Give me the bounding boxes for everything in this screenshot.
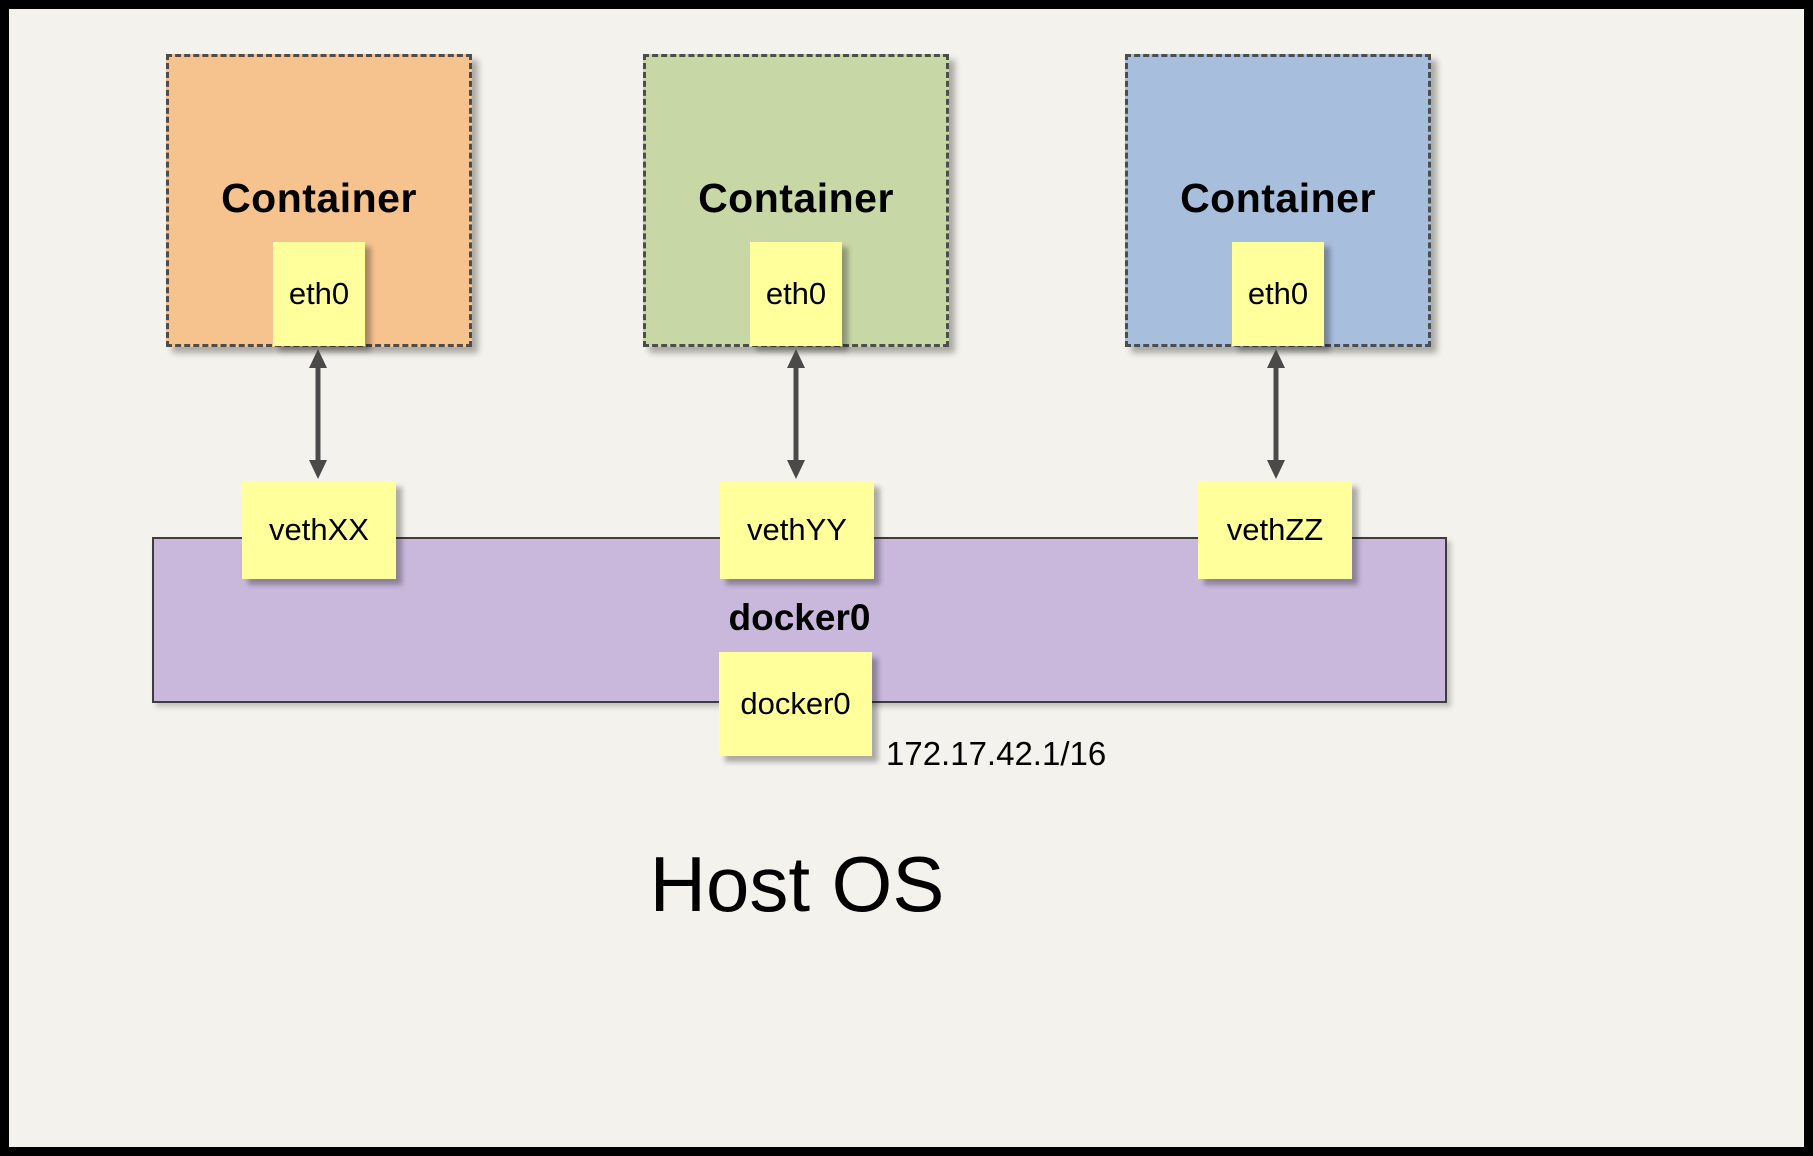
container-label-1: Container: [221, 175, 417, 221]
eth0-label-3: eth0: [1247, 276, 1309, 311]
container-label-2: Container: [698, 175, 894, 221]
veth-label-1: vethXX: [269, 512, 369, 547]
docker0-ip-address: 172.17.42.1/16: [886, 735, 1107, 772]
container-label-3: Container: [1180, 175, 1376, 221]
veth-connection-arrow-1: [305, 349, 331, 479]
veth-label-2: vethYY: [747, 512, 847, 547]
veth-label-3: vethZZ: [1226, 512, 1324, 547]
eth0-label-1: eth0: [288, 276, 350, 311]
veth-box-2: vethYY: [720, 481, 874, 579]
double-arrow-icon: [1267, 349, 1285, 479]
veth-connection-arrow-3: [1263, 349, 1289, 479]
eth0-label-2: eth0: [765, 276, 827, 311]
container-box-1: Container eth0: [166, 54, 472, 347]
double-arrow-icon: [309, 349, 327, 479]
container-box-2: Container eth0: [643, 54, 949, 347]
eth0-interface-box-3: eth0: [1232, 242, 1324, 346]
veth-connection-arrow-2: [783, 349, 809, 479]
container-box-3: Container eth0: [1125, 54, 1431, 347]
double-arrow-icon: [787, 349, 805, 479]
docker0-interface-box: docker0: [719, 652, 872, 756]
veth-box-3: vethZZ: [1198, 481, 1352, 579]
host-os-label: Host OS: [649, 840, 945, 928]
veth-box-1: vethXX: [242, 481, 396, 579]
eth0-interface-box-2: eth0: [750, 242, 842, 346]
docker0-interface-label: docker0: [740, 686, 851, 721]
docker0-bridge-label: docker0: [728, 597, 871, 638]
eth0-interface-box-1: eth0: [273, 242, 365, 346]
